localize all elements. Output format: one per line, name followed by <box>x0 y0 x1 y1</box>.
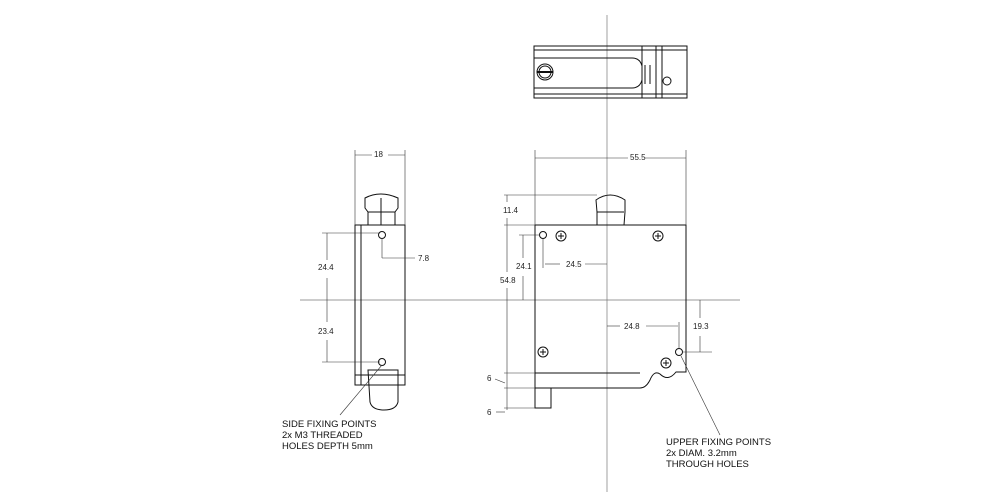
dim-gland-height: 11.4 <box>503 206 518 215</box>
dim-side-upper: 24.4 <box>318 263 334 272</box>
front-view <box>534 194 687 409</box>
dim-front-width: 55.5 <box>630 153 646 162</box>
note-upper-fixing: UPPER FIXING POINTS 2x DIAM. 3.2mm THROU… <box>666 437 772 470</box>
dim-hole-horizontal-upper: 24.5 <box>566 260 582 269</box>
dim-side-lower: 23.4 <box>318 327 334 336</box>
dim-side-width: 18 <box>374 150 383 159</box>
hole-icon <box>539 231 547 239</box>
side-view <box>354 193 406 411</box>
dim-peg-height: 6 <box>487 408 492 417</box>
dim-hole-vertical-lower: 19.3 <box>693 322 709 331</box>
top-view <box>533 45 688 99</box>
note-side-fixing: SIDE FIXING POINTS 2x M3 THREADED HOLES … <box>282 419 377 452</box>
hole-icon <box>662 76 672 86</box>
screw-icons <box>537 230 672 369</box>
dimension-lines <box>322 150 721 436</box>
dim-hole-horizontal-lower: 24.8 <box>624 322 640 331</box>
dim-side-hole-offset: 7.8 <box>418 254 430 263</box>
hole-icon <box>675 348 683 356</box>
dim-front-height: 54.8 <box>500 276 516 285</box>
dim-hole-vertical: 24.1 <box>516 262 532 271</box>
dim-rail-height: 6 <box>487 374 492 383</box>
